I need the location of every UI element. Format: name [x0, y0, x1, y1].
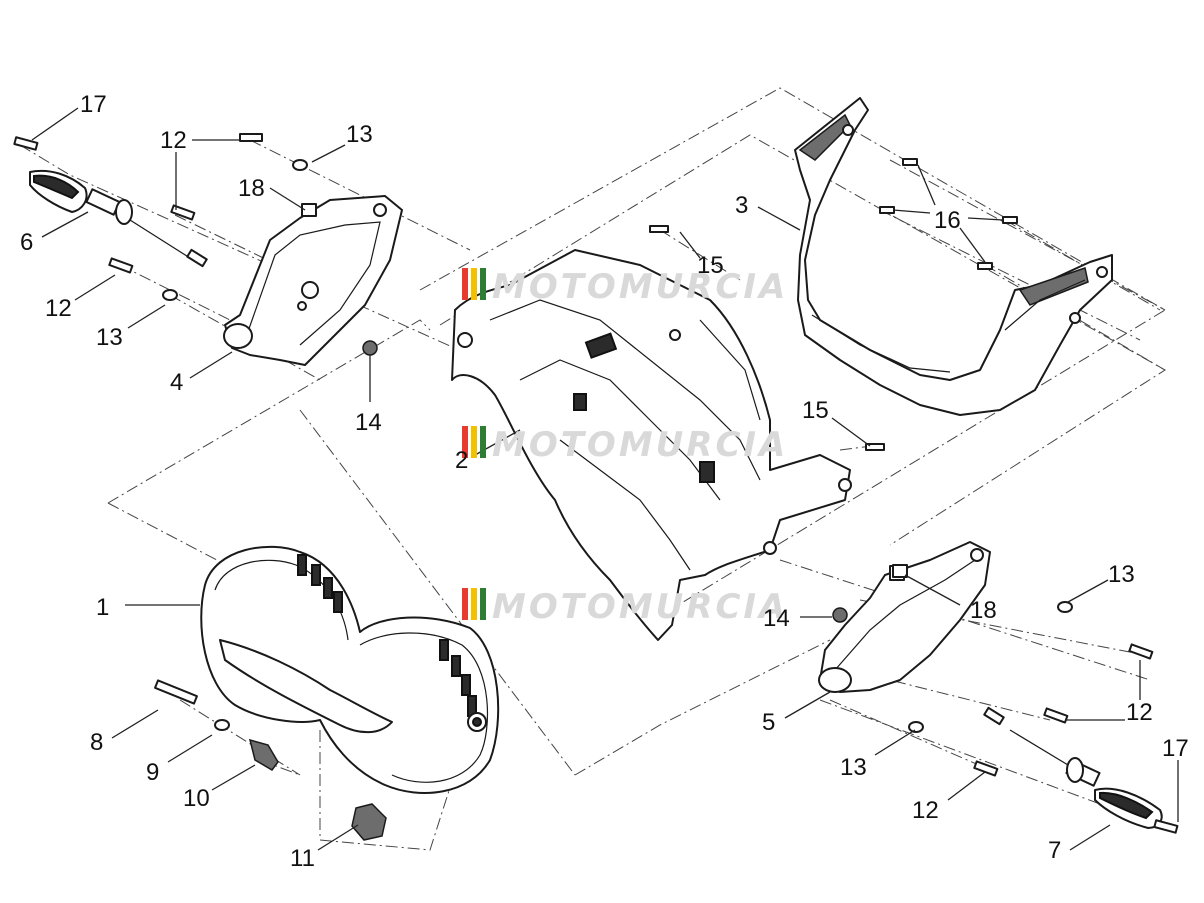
- washer-13-right: [1057, 601, 1073, 613]
- watermark-bottom: MOTOMURCIA: [462, 587, 788, 627]
- nut-11: [351, 803, 387, 841]
- headlight-cooling-fins: [297, 554, 477, 717]
- watermark-text: MOTOMURCIA: [492, 425, 788, 465]
- headlight-support-bracket: [451, 249, 852, 641]
- washer-13-top: [292, 159, 308, 171]
- spacer-10: [248, 738, 279, 771]
- callout-8: 8: [90, 729, 103, 756]
- screw-16-d: [977, 262, 993, 270]
- callout-3: 3: [735, 192, 748, 219]
- callout-17-left: 17: [80, 91, 107, 118]
- fasteners: [13, 133, 1179, 841]
- callout-13-top: 13: [346, 121, 373, 148]
- watermark-stripe-yellow: [471, 268, 477, 300]
- watermark-text: MOTOMURCIA: [492, 267, 788, 307]
- callout-12-top: 12: [160, 127, 187, 154]
- callout-12-bottom: 12: [912, 797, 939, 824]
- watermark-stripe-green: [480, 268, 486, 300]
- callout-13-bottom: 13: [840, 754, 867, 781]
- callout-6: 6: [20, 229, 33, 256]
- nut-14-left: [362, 340, 378, 356]
- screw-17-left: [13, 136, 39, 151]
- callout-9: 9: [146, 759, 159, 786]
- clip-18-left: [301, 203, 317, 217]
- screw-16-a: [902, 158, 918, 166]
- washer-13-bottom: [908, 721, 924, 733]
- screw-12-mid: [170, 204, 196, 221]
- washer-9: [214, 719, 230, 731]
- callout-7: 7: [1048, 837, 1061, 864]
- callout-18-left: 18: [238, 175, 265, 202]
- callout-16: 16: [934, 207, 961, 234]
- callout-11: 11: [290, 845, 315, 872]
- right-indicator-bracket: [818, 541, 991, 693]
- right-turn-indicator: [983, 706, 1163, 829]
- callout-2: 2: [455, 447, 468, 474]
- watermark-middle: MOTOMURCIA: [462, 425, 788, 465]
- clip-18-right: [892, 564, 908, 578]
- callout-10: 10: [183, 785, 210, 812]
- nut-14-right: [832, 607, 848, 623]
- callout-12-left: 12: [45, 295, 72, 322]
- left-turn-indicator: [29, 169, 208, 268]
- callout-18-right: 18: [970, 597, 997, 624]
- callout-15-top: 15: [697, 252, 724, 279]
- callout-5: 5: [762, 709, 775, 736]
- callout-12-right: 12: [1126, 699, 1153, 726]
- callout-13-left: 13: [96, 324, 123, 351]
- callout-4: 4: [170, 369, 183, 396]
- watermark-stripe-red: [462, 268, 468, 300]
- screw-16-b: [879, 206, 895, 214]
- leader-lines: [31, 107, 1179, 851]
- callout-1: 1: [96, 594, 109, 621]
- watermark-text: MOTOMURCIA: [492, 587, 788, 627]
- front-fairing-frame: [794, 97, 1113, 416]
- screw-15-mid: [865, 443, 885, 451]
- screw-12-top: [239, 133, 263, 142]
- bolt-8: [154, 679, 198, 705]
- callout-13-right: 13: [1108, 561, 1135, 588]
- screw-12-right-a: [1128, 643, 1154, 660]
- callout-14-right: 14: [763, 605, 790, 632]
- callout-17-right: 17: [1162, 735, 1189, 762]
- watermark-top: MOTOMURCIA: [462, 267, 788, 307]
- screw-12-right-b: [1043, 707, 1069, 724]
- washer-13-left: [162, 289, 178, 301]
- left-indicator-bracket: [223, 195, 403, 366]
- screw-16-c: [1002, 216, 1018, 224]
- screw-17-right: [1153, 819, 1179, 834]
- screw-12-right-c: [973, 760, 999, 777]
- screw-15-top: [649, 225, 669, 233]
- watermark-logos: MOTOMURCIA MOTOMURCIA MOTOMURCIA: [462, 267, 788, 627]
- callout-labels: 1 2 3 4 5 6 7 8 9 10 11 12 12 12 12 13 1…: [20, 91, 1189, 872]
- screw-12-left: [108, 257, 134, 274]
- twin-headlight-assembly: [200, 545, 500, 794]
- callout-14-left: 14: [355, 409, 382, 436]
- callout-15-mid: 15: [802, 397, 829, 424]
